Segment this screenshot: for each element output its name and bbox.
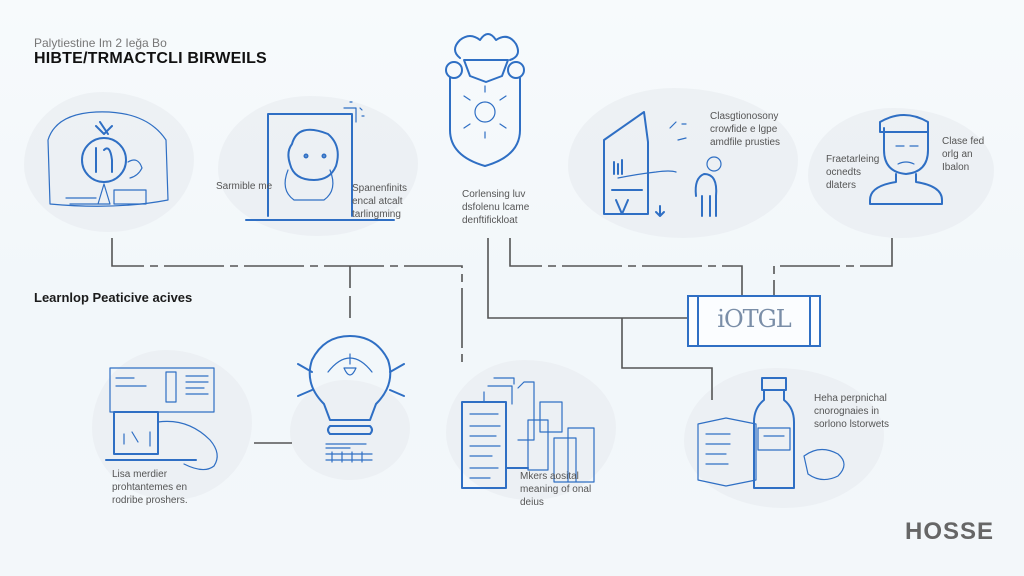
caption-line: dsfolenu lcame [462, 202, 530, 213]
blob-bulb [290, 380, 410, 480]
character-caption-right: Spanenfinits encal atcalt tarlingming [352, 182, 407, 221]
caption-line: Mkers aosital [520, 471, 579, 482]
section-label: Learnlop Peaticive acives [34, 290, 193, 305]
caption-line: denftifickloat [462, 215, 518, 226]
caption-line: cnorognaies in [814, 406, 880, 417]
documents-caption: Lisa merdier prohtantemes en rodribe pro… [112, 468, 188, 507]
blob-files [446, 360, 616, 500]
house-caption: Clasgtionosony crowfide e lgpe amdfile p… [710, 110, 780, 149]
globe-emblem-icon [47, 111, 169, 207]
documents-screen-icon [105, 367, 218, 471]
caption-line: prohtantemes en [112, 482, 188, 493]
caption-line: Clase fed [942, 136, 985, 147]
center-logo: iOTGL [687, 295, 821, 347]
caption-line: Spanenfinits [352, 183, 408, 194]
person-icon [869, 114, 943, 205]
files-caption: Mkers aosital meaning of onal deius [520, 470, 591, 509]
lightbulb-icon [297, 335, 405, 463]
caption-line: Sarmible me [216, 181, 273, 192]
connector-person [773, 238, 893, 295]
caption-line: encal atcalt [352, 196, 403, 207]
person-caption-right: Clase fed orlg an Ibalon [942, 135, 984, 174]
brand-logo: HOSSE [905, 518, 995, 545]
blob-character [218, 96, 418, 236]
connector-logo-bottle [621, 318, 713, 400]
caption-line: ocnedts [826, 167, 862, 178]
caption-line: Lisa merdier [112, 469, 168, 480]
caption-line: Clasgtionosony [710, 111, 779, 122]
blob-globe [24, 92, 194, 232]
blob-documents [92, 350, 252, 500]
caption-line: Heha perpnichal [814, 393, 887, 404]
caption-line: Ibalon [942, 162, 970, 173]
bottle-box-icon [697, 377, 845, 489]
character-caption-left: Sarmible me [216, 180, 272, 193]
caption-line: deius [520, 497, 544, 508]
connector-shield [487, 238, 687, 319]
connector-house [509, 238, 743, 295]
caption-line: meaning of onal [520, 484, 592, 495]
caption-line: tarlingming [352, 209, 401, 220]
shield-crest-icon [445, 33, 525, 167]
caption-line: amdfile prusties [710, 137, 781, 148]
caption-line: Fraetarleing [826, 154, 880, 165]
caption-line: sorlono lstorwets [814, 419, 890, 430]
shield-caption: Corlensing luv dsfolenu lcame denftifick… [462, 188, 529, 227]
caption-line: Corlensing luv [462, 189, 526, 200]
caption-line: orlg an [942, 149, 973, 160]
caption-line: crowfide e lgpe [710, 124, 778, 135]
header-title: HIBTE/TRMACTCLI BIRWEILS [34, 50, 267, 67]
bottle-caption: Heha perpnichal cnorognaies in sorlono l… [814, 392, 889, 431]
files-stack-icon [461, 377, 595, 489]
character-frame-icon [245, 101, 395, 221]
caption-line: rodribe proshers. [112, 495, 188, 506]
center-logo-text: iOTGL [717, 305, 791, 333]
connector-top-left [111, 238, 463, 365]
house-person-icon [603, 111, 722, 217]
person-caption-left: Fraetarleing ocnedts dlaters [826, 153, 879, 192]
header-subtitle: Palytiestine Im 2 Ieğa Bo [34, 36, 167, 50]
caption-line: dlaters [826, 180, 857, 191]
